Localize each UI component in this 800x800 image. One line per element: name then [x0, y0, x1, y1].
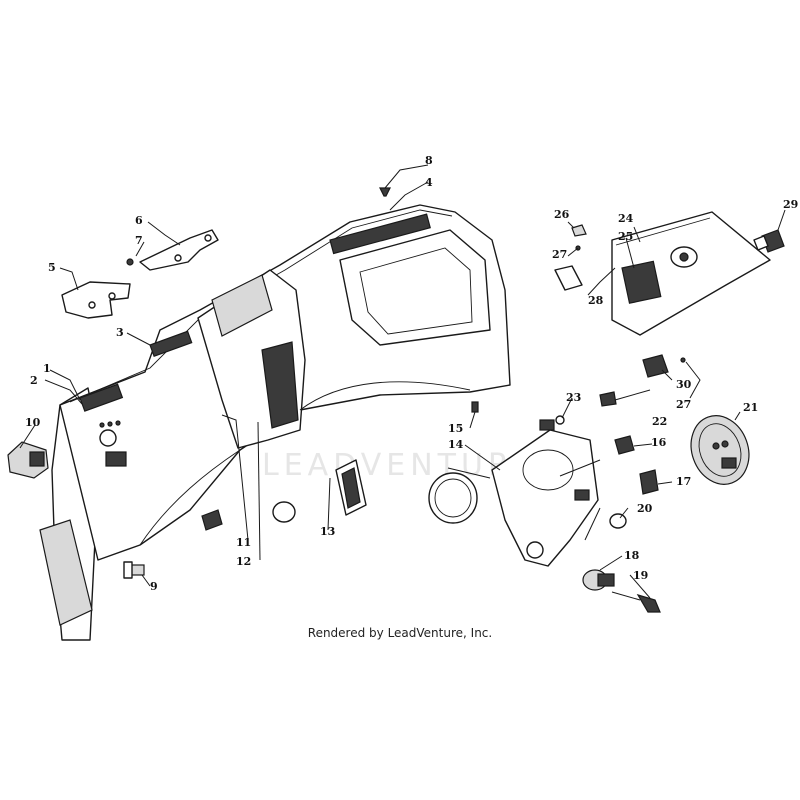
callout-16: 16 [651, 436, 667, 449]
callout-25: 25 [618, 230, 633, 243]
dash-lower-curve [299, 381, 471, 411]
callout-19: 19 [633, 569, 648, 582]
plug-12[interactable] [272, 501, 296, 523]
callout-13: 13 [320, 525, 335, 538]
callout-21: 21 [743, 401, 758, 414]
callout-23: 23 [566, 391, 581, 404]
dash-knee-curve [139, 449, 241, 546]
callout-14: 14 [448, 438, 464, 451]
dash-top-edge [69, 209, 453, 403]
callout-7: 7 [135, 234, 143, 247]
indicator-dot-2 [107, 421, 113, 427]
callout-27-bottom: 27 [676, 398, 691, 411]
callout-9: 9 [150, 580, 158, 593]
glove-box-door-24[interactable] [611, 211, 771, 336]
callout-10: 10 [25, 416, 41, 429]
connector-10[interactable] [7, 441, 49, 479]
shifter-slot [261, 341, 299, 429]
indicator-dot-3 [115, 420, 121, 426]
switch-16[interactable] [614, 435, 635, 455]
latch-29[interactable] [753, 229, 785, 253]
clip-15[interactable] [471, 401, 479, 413]
decal-item-1 [79, 383, 124, 412]
clip-22[interactable] [599, 391, 617, 407]
decal-item-3 [149, 330, 193, 358]
indicator-dot-1 [99, 422, 105, 428]
callout-6: 6 [135, 214, 143, 227]
screw-27b[interactable] [680, 357, 686, 363]
callout-29: 29 [783, 198, 798, 211]
callout-3: 3 [116, 326, 124, 339]
ignition-switch-18[interactable] [582, 569, 615, 591]
callout-18: 18 [624, 549, 640, 562]
key-19[interactable] [611, 591, 661, 613]
hinge-28[interactable] [554, 265, 583, 291]
switch-knob [99, 429, 117, 447]
leader-lines [19, 164, 786, 599]
decal-item-4 [329, 213, 431, 255]
callout-8: 8 [425, 154, 433, 167]
callout-labels: 1 2 3 4 5 6 7 8 9 10 11 12 13 14 15 16 1… [25, 154, 798, 593]
glove-box-opening [339, 229, 491, 346]
left-lower-bracket [39, 519, 93, 626]
callout-12: 12 [236, 555, 251, 568]
bolt-9[interactable] [123, 561, 145, 579]
gauge-opening [211, 274, 273, 337]
door-decal-25 [621, 260, 662, 304]
bracket-6[interactable] [139, 229, 219, 271]
callout-20: 20 [637, 502, 653, 515]
callout-2: 2 [30, 374, 38, 387]
screw-7[interactable] [126, 258, 134, 266]
callout-15: 15 [448, 422, 463, 435]
callout-27-top: 27 [552, 248, 567, 261]
callout-28: 28 [588, 294, 604, 307]
callout-4: 4 [425, 176, 433, 189]
callout-5: 5 [48, 261, 56, 274]
striker-30[interactable] [642, 354, 669, 378]
shift-plate-13[interactable] [335, 459, 367, 516]
footer-credit: Rendered by LeadVenture, Inc. [307, 626, 493, 640]
instrument-bezel-14[interactable] [491, 419, 599, 567]
bracket-5[interactable] [61, 281, 131, 319]
glove-box-inner [359, 247, 473, 335]
bumper-26[interactable] [571, 224, 587, 237]
callout-26: 26 [554, 208, 570, 221]
switch-rocker [105, 451, 127, 467]
callout-11: 11 [236, 536, 251, 549]
switch-17[interactable] [639, 469, 659, 495]
callout-1: 1 [43, 362, 51, 375]
screw-8[interactable] [379, 187, 391, 197]
instrument-cluster-21[interactable] [682, 408, 759, 493]
plug-20[interactable] [609, 513, 627, 529]
dashboard-main-panel[interactable] [39, 204, 511, 641]
callout-22: 22 [652, 415, 667, 428]
callout-30: 30 [676, 378, 692, 391]
callout-24: 24 [618, 212, 634, 225]
plug-11[interactable] [201, 509, 223, 531]
callout-17: 17 [676, 475, 691, 488]
trim-ring-14[interactable] [428, 472, 478, 524]
